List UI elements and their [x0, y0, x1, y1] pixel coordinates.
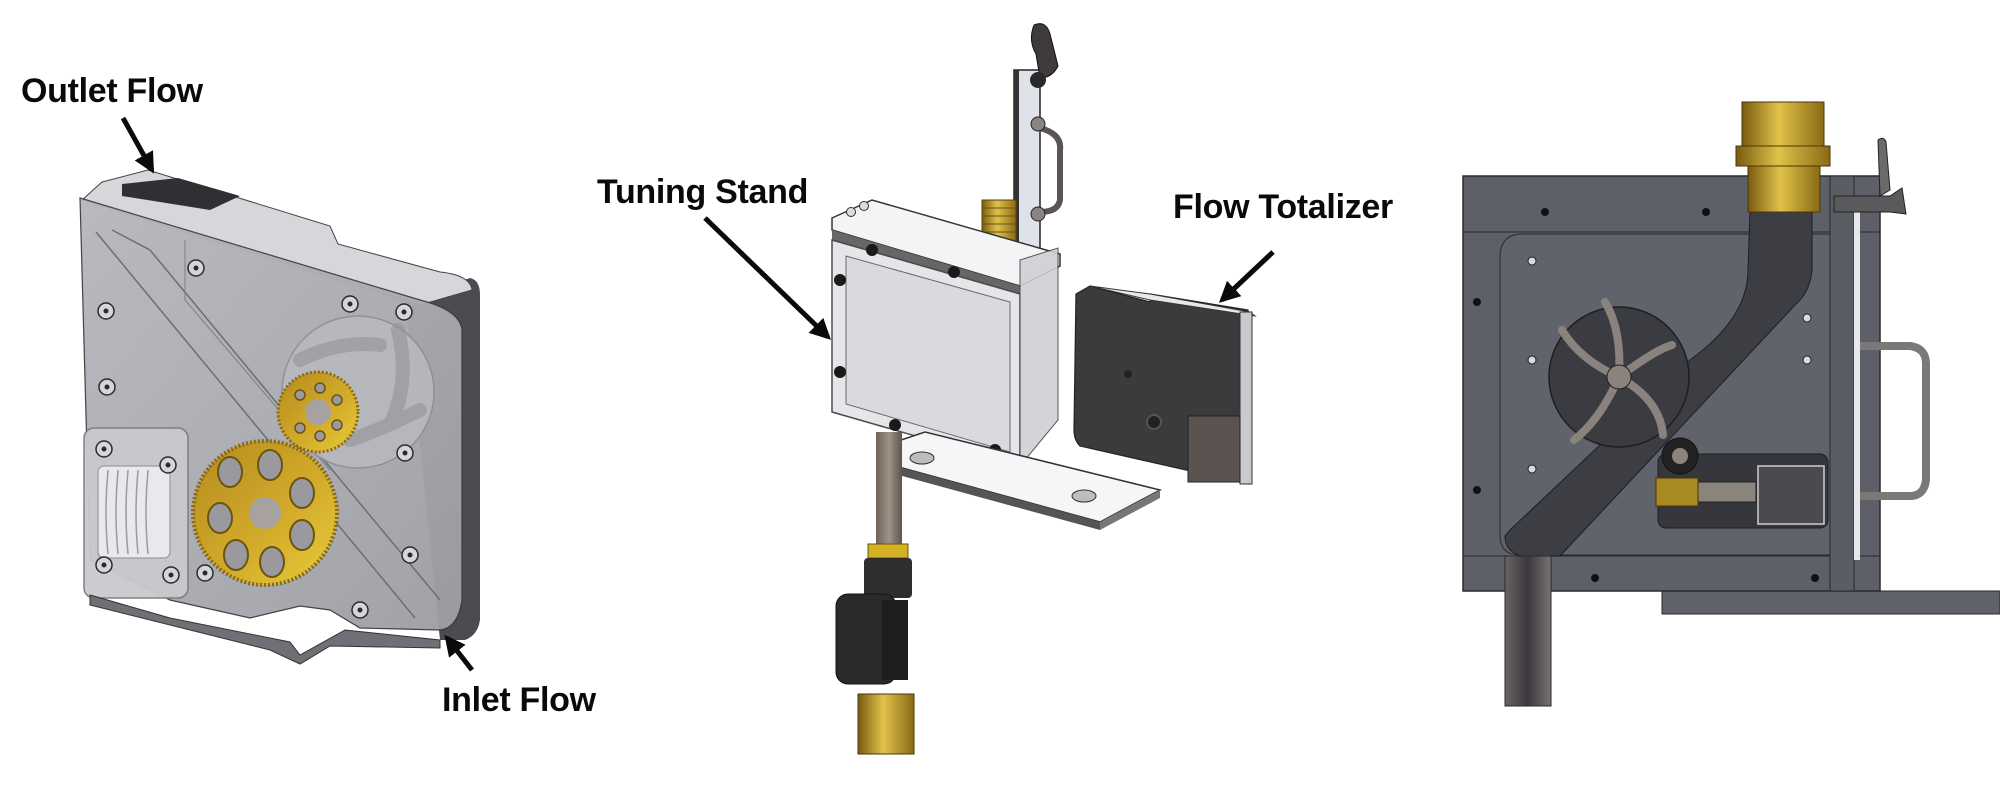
small-gear: [276, 370, 360, 454]
support-rod: [876, 432, 902, 544]
coil-cover-plate: [1187, 415, 1241, 483]
flow-totalizer-arrow-icon: [1218, 250, 1275, 303]
middle-panel-assembly-render: [831, 23, 1257, 755]
outlet-flow-label: Outlet Flow: [21, 72, 203, 110]
housing-bottom-ledge: [89, 594, 441, 665]
latch-lever-icon: [1030, 23, 1059, 79]
section-base-plate: [1661, 590, 2000, 615]
section-handle: [1860, 342, 1930, 500]
flow-channel: [1504, 211, 1813, 557]
tuning-stand-label: Tuning Stand: [597, 173, 809, 211]
section-inlet-pipe: [1504, 555, 1552, 707]
inlet-flow-label: Inlet Flow: [442, 681, 596, 719]
outlet-slot: [122, 178, 240, 210]
inlet-flow-arrow-icon: [444, 634, 474, 672]
handle: [1039, 125, 1064, 215]
tuning-stand-arrow-icon: [703, 216, 832, 340]
outlet-flow-arrow-icon: [120, 116, 155, 174]
flow-totalizer-label: Flow Totalizer: [1173, 188, 1393, 226]
section-brass-fitting: [1741, 101, 1825, 147]
large-gear: [191, 439, 339, 587]
left-panel-housing-render: [79, 169, 480, 665]
right-panel-section-render: [1462, 101, 2000, 707]
brass-nut: [857, 693, 915, 755]
